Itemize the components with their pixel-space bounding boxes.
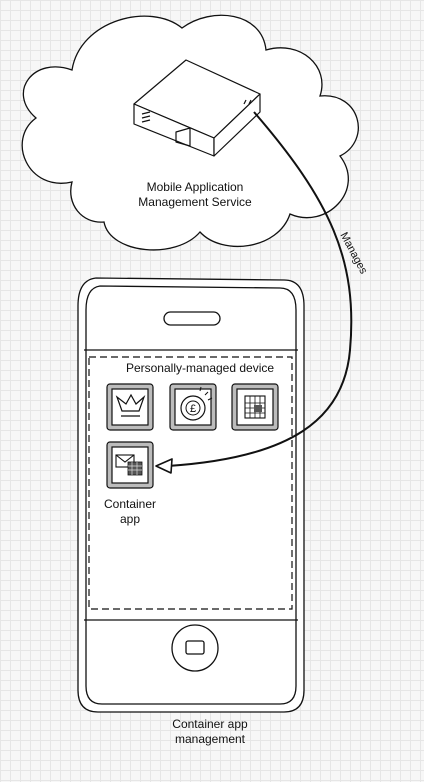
container-app-label-line-1: Container bbox=[103, 497, 157, 511]
container-app-label: Container app bbox=[96, 497, 164, 527]
server-icon bbox=[133, 59, 261, 157]
pound-coin-app-icon: £ bbox=[169, 383, 217, 431]
manages-arrow bbox=[155, 111, 353, 474]
personally-managed-device-label: Personally-managed device bbox=[125, 361, 275, 375]
caption-line-1: Container app bbox=[172, 717, 248, 731]
caption-line-2: management bbox=[174, 732, 246, 746]
home-button-icon bbox=[171, 624, 219, 672]
mail-container-app-icon bbox=[106, 441, 154, 489]
svg-text:£: £ bbox=[190, 403, 196, 415]
crown-app-icon bbox=[106, 383, 154, 431]
cloud-label-line-2: Management Service bbox=[138, 195, 252, 209]
personally-managed-device-boundary bbox=[88, 356, 293, 610]
calendar-app-icon bbox=[231, 383, 279, 431]
container-app-label-line-2: app bbox=[119, 512, 141, 526]
mobile-application-management-service-label: Mobile Application Management Service bbox=[120, 180, 270, 210]
diagram-caption: Container app management bbox=[130, 717, 290, 747]
cloud-label-line-1: Mobile Application bbox=[146, 180, 244, 194]
